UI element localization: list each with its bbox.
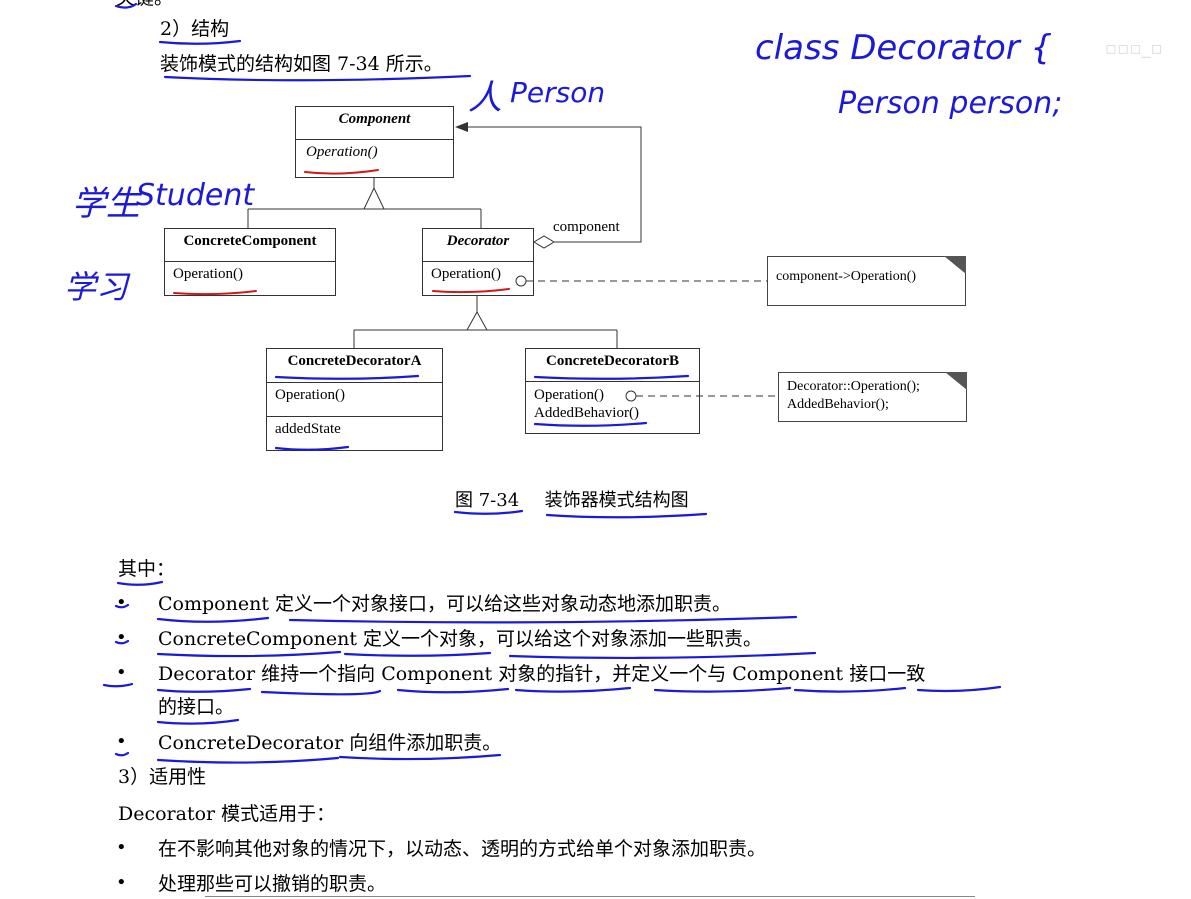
apply-bullet-1: 在不影响其他对象的情况下，以动态、透明的方式给单个对象添加职责。 — [158, 838, 767, 860]
uml-concrete-component-op: Operation() — [173, 266, 243, 282]
uml-note-2: Decorator::Operation(); AddedBehavior(); — [778, 372, 967, 422]
caption-text: 装饰器模式结构图 — [544, 490, 689, 511]
section3-title: 3）适用性 — [118, 766, 207, 788]
bullet-decorator-cont: 的接口。 — [158, 696, 235, 718]
uml-decorator-a-name: ConcreteDecoratorA — [267, 349, 442, 383]
bullet-dot: • — [116, 731, 127, 752]
watermark: ▫▫▫_▫ — [1105, 38, 1163, 59]
where-label: 其中： — [118, 558, 176, 580]
bullet-lead: Decorator — [158, 663, 256, 685]
bullet-component: Component 定义一个对象接口，可以给这些对象动态地添加职责。 — [158, 592, 731, 616]
bullet-dot: • — [116, 837, 127, 858]
uml-decorator-a-op: Operation() — [267, 383, 442, 417]
bullet-decorator: Decorator 维持一个指向 Component 对象的指针，并定义一个与 … — [158, 662, 925, 686]
uml-decorator-b-op: Operation() — [534, 387, 604, 403]
uml-decorator-op: Operation() — [431, 266, 501, 282]
uml-concrete-component-class: ConcreteComponent Operation() — [164, 228, 336, 296]
annot-person-cn: 人 — [468, 78, 502, 118]
uml-component-op: Operation() — [306, 144, 378, 160]
section3-intro: Decorator 模式适用于： — [118, 803, 336, 825]
apply-bullet-2: 处理那些可以撤销的职责。 — [158, 873, 387, 895]
inheritance-triangle-2 — [466, 310, 488, 331]
uml-assoc-label: component — [553, 219, 620, 235]
annot-code-line1: class Decorator { — [755, 28, 1053, 68]
bullet-text: 向组件添加职责。 — [343, 732, 502, 754]
section2-intro: 装饰模式的结构如图 7-34 所示。 — [160, 53, 443, 75]
uml-note-1: component->Operation() — [767, 256, 966, 306]
bullet-concrete-decorator: ConcreteDecorator 向组件添加职责。 — [158, 731, 501, 755]
uml-note-1-text: component->Operation() — [776, 269, 917, 284]
uml-decorator-b-name: ConcreteDecoratorB — [526, 349, 699, 382]
annot-student-en: Student — [136, 178, 255, 213]
uml-concrete-component-name: ConcreteComponent — [165, 229, 335, 262]
bullet-text: 定义一个对象接口，可以给这些对象动态地添加职责。 — [268, 593, 731, 615]
bottom-rule — [205, 896, 975, 897]
top-cut-text: 关键。 — [116, 0, 173, 10]
figure-caption: 图 7-34 装饰器模式结构图 — [455, 489, 689, 513]
uml-note-2-line2: AddedBehavior(); — [787, 397, 889, 412]
assoc-arrowhead — [455, 122, 468, 132]
annot-person-en: Person — [510, 76, 606, 109]
uml-component-name: Component — [296, 107, 453, 140]
bullet-dot: • — [116, 627, 127, 648]
bullet-concrete-component: ConcreteComponent 定义一个对象，可以给这个对象添加一些职责。 — [158, 627, 762, 651]
uml-decorator-b-op2: AddedBehavior() — [534, 405, 639, 421]
bullet-text: 维持一个指向 Component 对象的指针，并定义一个与 Component … — [255, 663, 926, 685]
bullet-lead: Component — [158, 593, 269, 615]
uml-decorator-a-state: addedState — [275, 421, 341, 437]
annot-study-cn: 学习 — [64, 268, 129, 306]
uml-decorator-class: Decorator Operation() — [422, 228, 534, 296]
section2-title: 2）结构 — [160, 18, 230, 40]
bullet-dot: • — [116, 592, 127, 613]
uml-decorator-name: Decorator — [423, 229, 533, 262]
bullet-text: 定义一个对象，可以给这个对象添加一些职责。 — [357, 628, 763, 650]
inheritance-triangle-1 — [363, 186, 385, 210]
caption-number: 图 7-34 — [455, 490, 520, 511]
uml-decorator-a-class: ConcreteDecoratorA Operation() addedStat… — [266, 348, 443, 451]
aggregation-diamond — [533, 235, 555, 249]
annot-code-line2: Person person; — [838, 86, 1063, 121]
bullet-dot: • — [116, 662, 127, 683]
bullet-lead: ConcreteDecorator — [158, 732, 344, 754]
uml-decorator-b-class: ConcreteDecoratorB Operation() AddedBeha… — [525, 348, 700, 434]
annot-student-cn: 学生 — [72, 184, 140, 224]
bullet-dot: • — [116, 872, 127, 893]
uml-note-2-line1: Decorator::Operation(); — [787, 379, 920, 394]
uml-component-class: Component Operation() — [295, 106, 454, 178]
bullet-lead: ConcreteComponent — [158, 628, 358, 650]
